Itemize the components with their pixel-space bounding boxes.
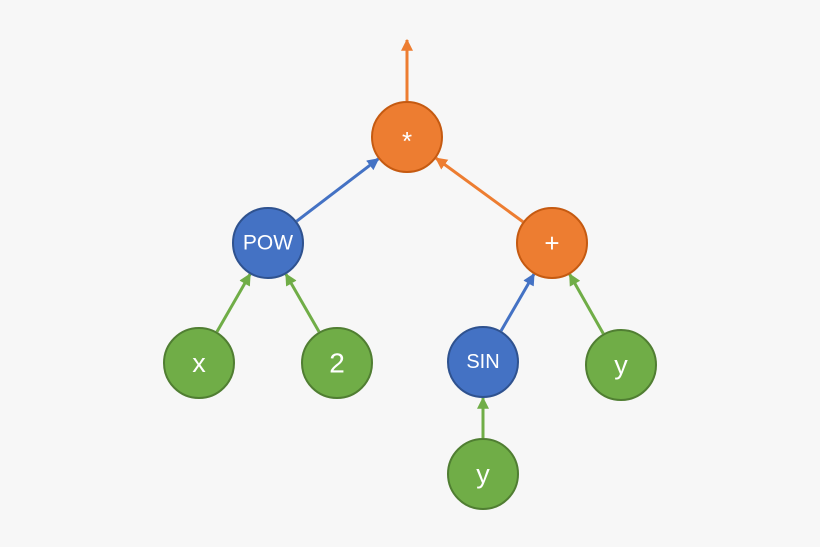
edge-pow-to-mul [295, 157, 380, 223]
nodes-layer: * POW + x 2 SIN y y [163, 101, 657, 510]
node-label-x: x [192, 348, 206, 378]
node-circle-two [301, 327, 373, 399]
node-y2: y [447, 438, 519, 510]
node-pow: POW [232, 207, 304, 279]
node-sin: SIN [447, 326, 519, 398]
node-circle-pow [232, 207, 304, 279]
node-circle-x [163, 327, 235, 399]
edges-layer [215, 38, 605, 438]
node-circle-y1 [585, 329, 657, 401]
node-label-pow: POW [243, 232, 293, 255]
node-x: x [163, 327, 235, 399]
edge-plus-to-mul [435, 157, 524, 223]
node-mul: * [371, 101, 443, 173]
node-label-sin: SIN [466, 351, 499, 373]
node-label-y2: y [476, 459, 490, 489]
edge-y1-to-plus [568, 273, 605, 335]
node-label-mul: * [402, 126, 412, 156]
node-plus: + [516, 207, 588, 279]
node-circle-y2 [447, 438, 519, 510]
node-y1: y [585, 329, 657, 401]
node-label-two: 2 [329, 348, 345, 379]
node-two: 2 [301, 327, 373, 399]
node-circle-sin [447, 326, 519, 398]
edge-x-to-pow [215, 273, 252, 333]
node-circle-mul [371, 101, 443, 173]
node-circle-plus [516, 207, 588, 279]
edge-two-to-pow [284, 273, 321, 333]
edge-sin-to-plus [499, 273, 536, 332]
node-label-y1: y [614, 350, 628, 380]
node-label-plus: + [544, 228, 559, 258]
